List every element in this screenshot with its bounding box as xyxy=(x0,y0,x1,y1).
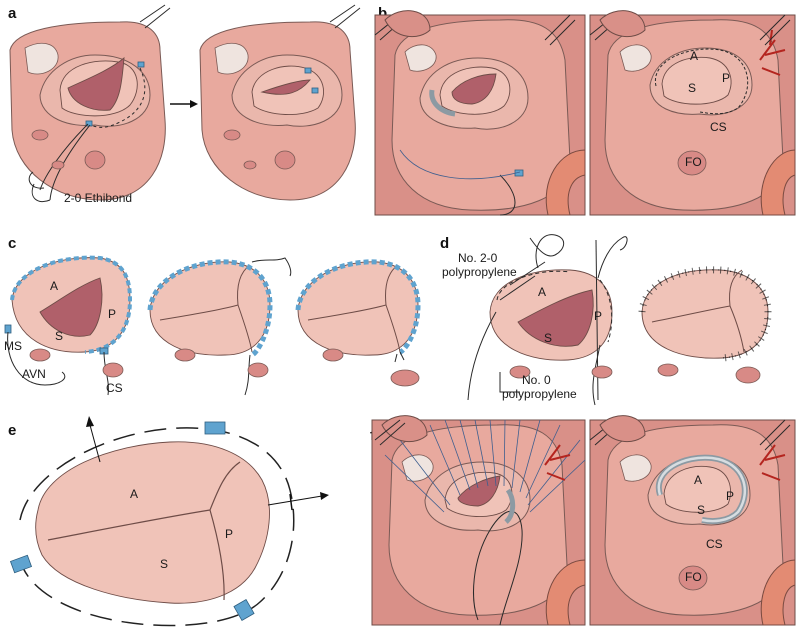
leaflet-label-p: P xyxy=(108,307,116,321)
panel-a-label: a xyxy=(8,5,17,22)
pledget-icon xyxy=(4,324,12,334)
panel-b-heart-before xyxy=(374,10,586,216)
leaflet-label-s: S xyxy=(688,81,696,95)
panel-c: c A P S MS AVN CS xyxy=(4,235,421,396)
panel-c-valve-2 xyxy=(147,257,292,396)
arrow-up-icon xyxy=(86,416,101,463)
panel-b-heart-after: A P S CS FO xyxy=(589,10,796,216)
pledget-icon xyxy=(304,67,312,74)
suture-fan xyxy=(384,419,586,513)
leaflet-label-s: S xyxy=(544,331,552,345)
leaflet-label-p: P xyxy=(594,309,602,323)
fo-label: FO xyxy=(685,570,702,584)
suture-label-bottom-line2: polypropylene xyxy=(502,387,577,401)
suture-label-top-line2: polypropylene xyxy=(442,265,517,279)
panel-a-heart-before: 2-0 Ethibond xyxy=(9,4,171,205)
leaflet-label-a: A xyxy=(50,279,58,293)
pledget-icon xyxy=(9,554,33,574)
ms-label: MS xyxy=(4,339,22,353)
panel-c-valve-1: A P S MS AVN CS xyxy=(4,255,133,396)
panel-d-valve-2 xyxy=(638,266,772,384)
panel-d-label: d xyxy=(440,235,449,252)
panel-a: a 2-0 Ethibond xyxy=(8,4,361,205)
leaflet-label-p: P xyxy=(726,489,734,503)
panel-f-heart-before xyxy=(371,415,586,626)
panel-b-label: b xyxy=(378,5,387,22)
fo-label: FO xyxy=(685,155,702,169)
panel-e-label: e xyxy=(8,422,16,439)
panel-c-label: c xyxy=(8,235,16,252)
leaflet-label-p: P xyxy=(225,527,233,541)
panel-b: b xyxy=(374,5,796,216)
pledget-icon xyxy=(233,599,255,621)
leaflet-label-s: S xyxy=(160,557,168,571)
panel-c-valve-3 xyxy=(295,259,421,387)
leaflet-label-a: A xyxy=(538,285,546,299)
suture-label-bottom-line1: No. 0 xyxy=(522,373,551,387)
leaflet-label-a: A xyxy=(130,487,138,501)
cs-label: CS xyxy=(106,381,123,395)
leaflet-label-a: A xyxy=(694,473,702,487)
panel-a-heart-after xyxy=(199,4,361,201)
cs-label: CS xyxy=(706,537,723,551)
panel-d-valve-1: A P S No. 0 polypropylene xyxy=(467,234,628,406)
panel-e: e A P S xyxy=(8,416,329,627)
panel-d: d No. 2-0 polypropylene A P S No. 0 poly… xyxy=(440,234,772,406)
pledget-icon xyxy=(311,87,319,94)
arrow-right-icon xyxy=(170,100,198,108)
pledget-icon xyxy=(204,421,226,435)
pledget-icon xyxy=(137,61,145,68)
arrow-right-icon xyxy=(267,492,329,511)
leaflet-label-a: A xyxy=(690,49,698,63)
panel-f: f xyxy=(370,415,796,626)
leaflet-label-p: P xyxy=(722,71,730,85)
cs-label: CS xyxy=(710,120,727,134)
leaflet-label-s: S xyxy=(55,329,63,343)
leaflet-label-s: S xyxy=(697,503,705,517)
suture-label-top-line1: No. 2-0 xyxy=(458,251,498,265)
panel-f-heart-after: A P S CS FO xyxy=(589,415,796,626)
suture-label-ethibond: 2-0 Ethibond xyxy=(64,191,132,205)
avn-label: AVN xyxy=(22,367,46,381)
